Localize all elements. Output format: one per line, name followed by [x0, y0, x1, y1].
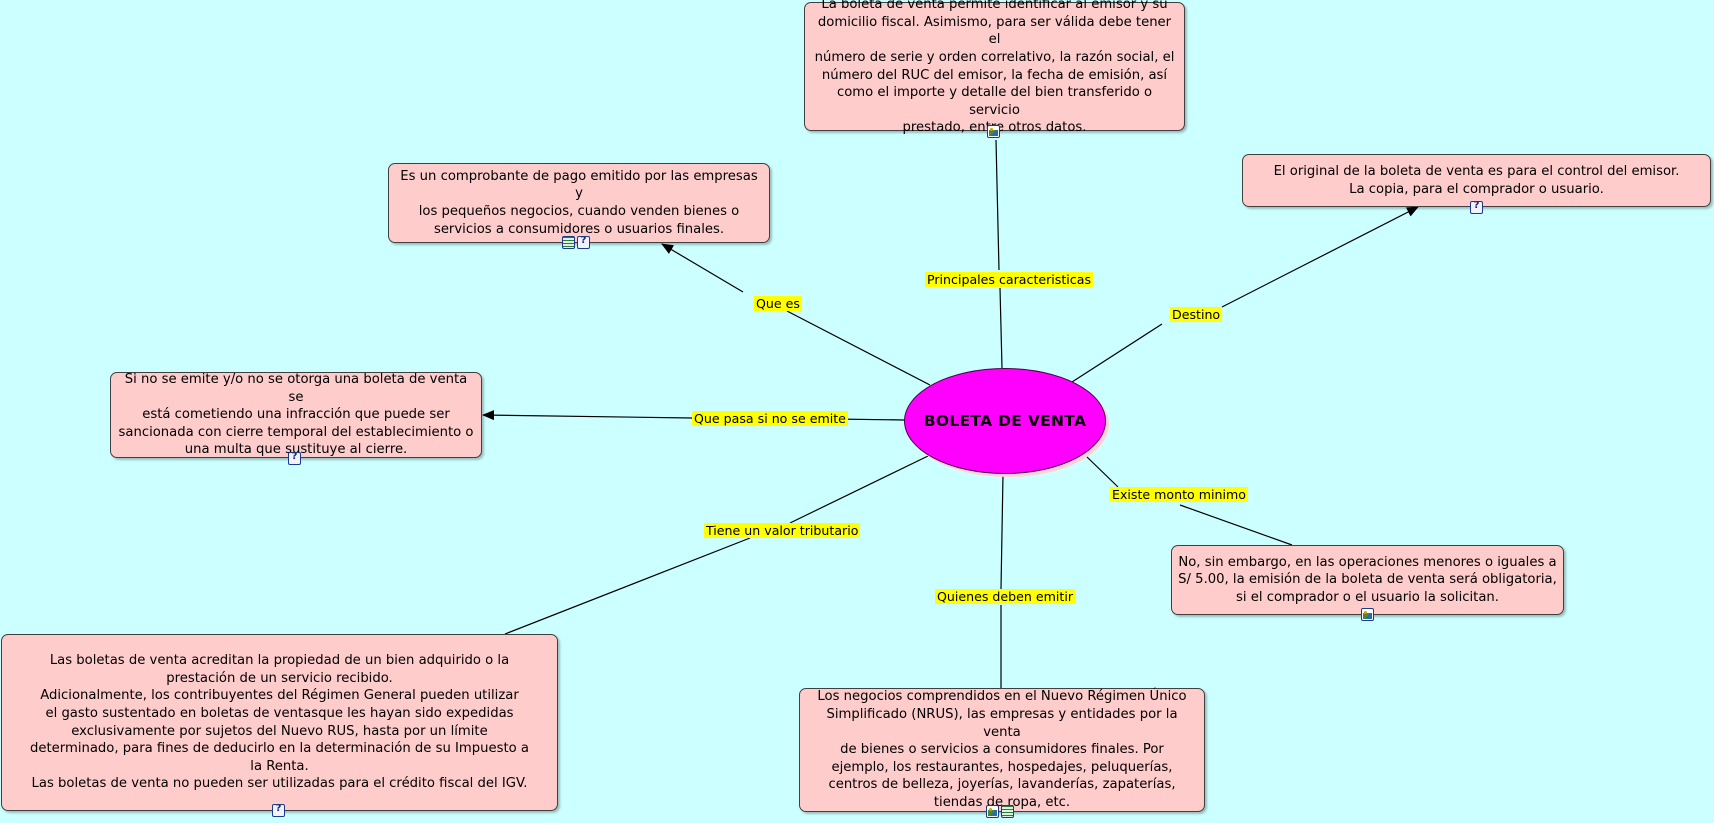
link-monto-line-2	[1179, 504, 1293, 546]
concept-que-es-resources	[562, 236, 590, 249]
concept-quienes[interactable]: Los negocios comprendidos en el Nuevo Ré…	[799, 688, 1205, 812]
link-quienes-line-1	[1000, 473, 1004, 590]
help-icon[interactable]	[272, 804, 285, 817]
concept-que-pasa-resources	[288, 452, 301, 465]
link-label-destino[interactable]: Destino	[1170, 307, 1223, 322]
link-que-es-line-1	[786, 310, 931, 386]
link-label-caracteristicas[interactable]: Principales caracteristicas	[925, 272, 1094, 287]
concept-caracteristicas-resources	[987, 125, 1000, 138]
spreadsheet-icon[interactable]	[1001, 805, 1014, 818]
concept-valor-tributario-resources	[272, 804, 285, 817]
concept-monto-text: No, sin embargo, en las operaciones meno…	[1178, 554, 1557, 605]
link-caracteristicas-line-2	[995, 139, 1000, 271]
concept-caracteristicas[interactable]: La boleta de venta permite identificar a…	[804, 0, 1185, 135]
image-icon[interactable]	[987, 125, 1000, 138]
link-que-es-line-2	[661, 243, 744, 293]
concept-monto-resources	[1361, 608, 1374, 621]
link-label-quienes[interactable]: Quienes deben emitir	[935, 589, 1076, 604]
concept-valor-tributario-text: Las boletas de venta acreditan la propie…	[30, 653, 529, 792]
link-destino-line-2	[1221, 206, 1419, 308]
concept-monto[interactable]: No, sin embargo, en las operaciones meno…	[1171, 545, 1564, 615]
link-monto-line-1	[1085, 455, 1119, 488]
link-destino-line-1	[1071, 323, 1163, 383]
link-label-valor-tributario[interactable]: Tiene un valor tributario	[704, 523, 861, 538]
link-valor-line-1	[789, 455, 929, 524]
concept-valor-tributario[interactable]: Las boletas de venta acreditan la propie…	[1, 634, 558, 811]
link-valor-line-2	[504, 537, 751, 635]
link-label-que-es[interactable]: Que es	[754, 296, 802, 311]
concept-que-es-text: Es un comprobante de pago emitido por la…	[400, 168, 758, 237]
link-que-pasa-line-2	[482, 410, 693, 421]
spreadsheet-icon[interactable]	[562, 236, 575, 249]
concept-caracteristicas-text: La boleta de venta permite identificar a…	[814, 0, 1175, 136]
concept-destino-resources	[1470, 201, 1483, 214]
concept-que-es[interactable]: Es un comprobante de pago emitido por la…	[388, 163, 770, 243]
help-icon[interactable]	[288, 452, 301, 465]
help-icon[interactable]	[1470, 201, 1483, 214]
link-label-monto[interactable]: Existe monto minimo	[1110, 487, 1248, 502]
link-caracteristicas-line-1	[999, 287, 1003, 369]
concept-quienes-text: Los negocios comprendidos en el Nuevo Ré…	[817, 689, 1187, 810]
concept-destino[interactable]: El original de la boleta de venta es par…	[1242, 154, 1711, 207]
central-concept[interactable]: BOLETA DE VENTA	[904, 368, 1106, 474]
link-label-que-pasa[interactable]: Que pasa si no se emite	[692, 411, 848, 426]
concept-destino-text: El original de la boleta de venta es par…	[1273, 163, 1680, 197]
concept-que-pasa[interactable]: Si no se emite y/o no se otorga una bole…	[110, 372, 482, 458]
image-icon[interactable]	[986, 805, 999, 818]
help-icon[interactable]	[577, 236, 590, 249]
image-icon[interactable]	[1361, 608, 1374, 621]
concept-quienes-resources	[986, 805, 1014, 818]
concept-que-pasa-text: Si no se emite y/o no se otorga una bole…	[118, 372, 474, 458]
central-concept-title: BOLETA DE VENTA	[923, 412, 1087, 430]
